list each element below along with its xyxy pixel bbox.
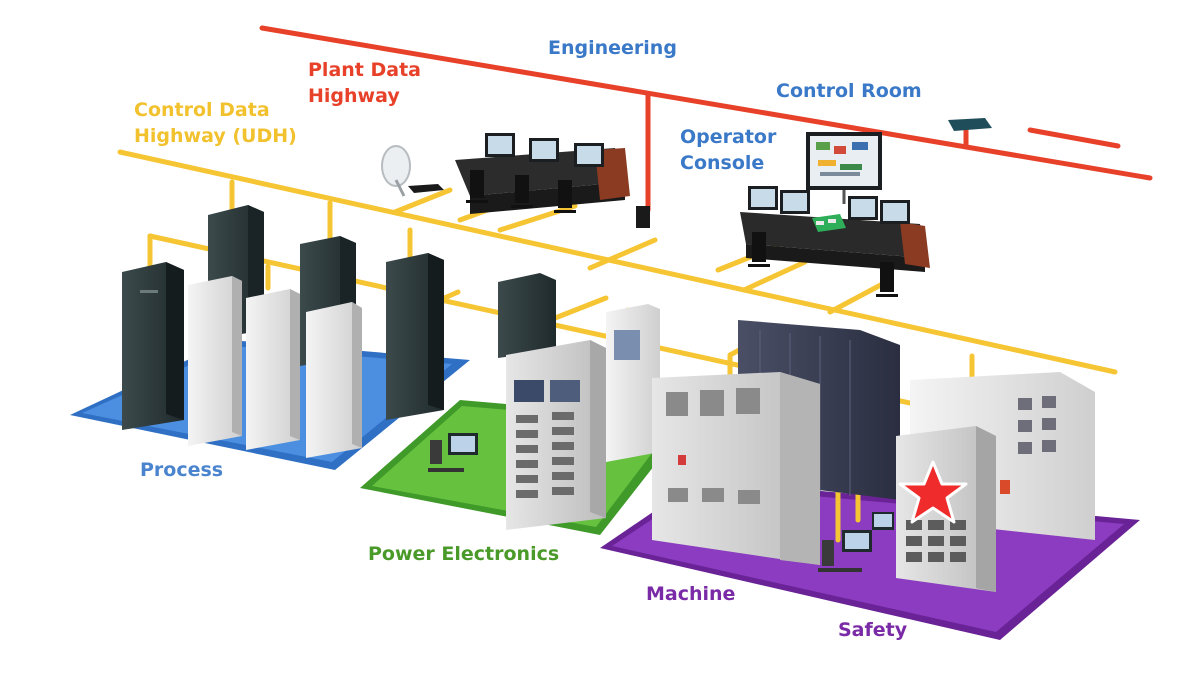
machine-hmi-workstation <box>818 512 894 572</box>
network-switch-icon <box>948 118 992 131</box>
safety-star-icon <box>898 460 968 524</box>
machine-drive-lineup <box>652 372 820 565</box>
operator-console <box>740 132 930 297</box>
machine-label: Machine <box>646 583 736 605</box>
process-white-cabinet <box>188 276 242 446</box>
engineering-console <box>455 133 630 214</box>
network-switch-icon <box>408 184 444 193</box>
safety-label: Safety <box>838 619 908 641</box>
plant-data-highway-line <box>259 25 1153 213</box>
engineering-label: Engineering <box>548 37 677 59</box>
control-data-highway-label-line2: Highway (UDH) <box>134 125 297 147</box>
process-label: Process <box>140 459 224 481</box>
process-white-cabinet <box>306 302 362 458</box>
power-control-panel <box>606 304 660 462</box>
plant-data-highway-label-line2: Highway <box>308 85 400 107</box>
control-room-label: Control Room <box>776 80 922 102</box>
satellite-dish-icon <box>381 145 411 197</box>
power-drive-lineup <box>506 340 606 530</box>
power-electronics-label: Power Electronics <box>368 543 560 565</box>
power-dark-cabinet <box>386 253 444 420</box>
network-switch-icon <box>636 206 650 228</box>
plant-data-highway-label-line1: Plant Data <box>308 59 421 81</box>
operator-console-label-line1: Operator <box>680 126 777 148</box>
power-hmi-workstation <box>428 433 478 472</box>
operator-console-label-line2: Console <box>680 152 765 174</box>
process-dark-cabinet <box>122 262 184 430</box>
power-dark-cabinet <box>498 273 556 358</box>
process-white-cabinet <box>246 289 300 450</box>
control-data-highway-label-line1: Control Data <box>134 99 270 121</box>
